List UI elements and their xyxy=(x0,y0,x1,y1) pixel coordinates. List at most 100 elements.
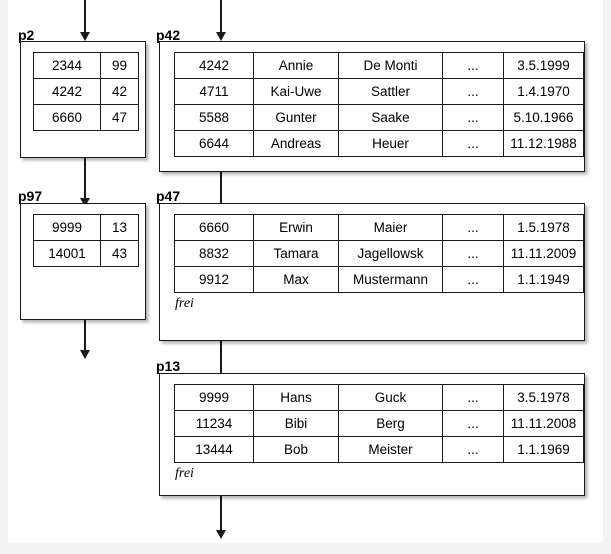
record-id: 9912 xyxy=(174,266,254,293)
record-more: ... xyxy=(442,78,504,105)
table-row[interactable]: 6660 Erwin Maier ... 1.5.1978 xyxy=(174,214,584,241)
node-p2[interactable]: 2344 99 4242 42 6660 47 xyxy=(20,41,146,158)
table-row[interactable]: 9912 Max Mustermann ... 1.1.1949 xyxy=(174,266,584,293)
node-p47[interactable]: 6660 Erwin Maier ... 1.5.1978 8832 Tamar… xyxy=(159,203,585,341)
node-p42[interactable]: 4242 Annie De Monti ... 3.5.1999 4711 Ka… xyxy=(159,41,585,172)
record-last: Berg xyxy=(338,410,443,437)
record-last: Sattler xyxy=(338,78,443,105)
record-id: 9999 xyxy=(174,384,254,411)
arrow-head xyxy=(79,32,90,41)
node-label-p42: p42 xyxy=(156,27,181,43)
record-first: Gunter xyxy=(253,104,339,131)
arrow-head xyxy=(79,198,90,207)
arrow-head xyxy=(215,530,226,539)
record-more: ... xyxy=(442,52,504,79)
index-pointer: 47 xyxy=(100,104,139,131)
data-table-p13: 9999 Hans Guck ... 3.5.1978 11234 Bibi B… xyxy=(174,384,584,463)
index-table-p2: 2344 99 4242 42 6660 47 xyxy=(33,52,139,131)
record-last: Saake xyxy=(338,104,443,131)
record-more: ... xyxy=(442,214,504,241)
table-row[interactable]: 5588 Gunter Saake ... 5.10.1966 xyxy=(174,104,584,131)
data-table-p47: 6660 Erwin Maier ... 1.5.1978 8832 Tamar… xyxy=(174,214,584,293)
record-date: 1.1.1969 xyxy=(503,436,584,463)
record-id: 4711 xyxy=(174,78,254,105)
node-label-p2: p2 xyxy=(18,27,35,43)
node-label-p47: p47 xyxy=(156,188,181,204)
record-date: 1.4.1970 xyxy=(503,78,584,105)
index-pointer: 42 xyxy=(100,78,139,105)
record-last: Heuer xyxy=(338,130,443,157)
record-last: Jagellowsk xyxy=(338,240,443,267)
record-more: ... xyxy=(442,410,504,437)
record-id: 8832 xyxy=(174,240,254,267)
record-id: 4242 xyxy=(174,52,254,79)
record-last: Mustermann xyxy=(338,266,443,293)
record-first: Annie xyxy=(253,52,339,79)
record-last: Guck xyxy=(338,384,443,411)
free-space-label-p47: frei xyxy=(175,296,194,311)
node-label-p97: p97 xyxy=(18,188,43,204)
index-key: 4242 xyxy=(33,78,101,105)
record-first: Erwin xyxy=(253,214,339,241)
node-p13[interactable]: 9999 Hans Guck ... 3.5.1978 11234 Bibi B… xyxy=(159,373,585,496)
index-key: 6660 xyxy=(33,104,101,131)
record-date: 11.11.2008 xyxy=(503,410,584,437)
record-first: Andreas xyxy=(253,130,339,157)
index-pointer: 43 xyxy=(100,240,139,267)
table-row[interactable]: 11234 Bibi Berg ... 11.11.2008 xyxy=(174,410,584,437)
table-row[interactable]: 9999 Hans Guck ... 3.5.1978 xyxy=(174,384,584,411)
record-first: Tamara xyxy=(253,240,339,267)
table-row[interactable]: 8832 Tamara Jagellowsk ... 11.11.2009 xyxy=(174,240,584,267)
record-id: 6644 xyxy=(174,130,254,157)
table-row[interactable]: 4242 42 xyxy=(33,78,139,105)
record-id: 5588 xyxy=(174,104,254,131)
arrow-shaft xyxy=(220,496,222,536)
table-row[interactable]: 9999 13 xyxy=(33,214,139,241)
record-id: 13444 xyxy=(174,436,254,463)
index-pointer: 99 xyxy=(100,52,139,79)
table-row[interactable]: 14001 43 xyxy=(33,240,139,267)
record-first: Bibi xyxy=(253,410,339,437)
record-date: 1.5.1978 xyxy=(503,214,584,241)
record-date: 11.11.2009 xyxy=(503,240,584,267)
arrow-shaft xyxy=(220,0,222,36)
record-first: Hans xyxy=(253,384,339,411)
table-row[interactable]: 4242 Annie De Monti ... 3.5.1999 xyxy=(174,52,584,79)
arrow-head xyxy=(79,350,90,359)
index-key: 2344 xyxy=(33,52,101,79)
table-row[interactable]: 6660 47 xyxy=(33,104,139,131)
arrow-shaft xyxy=(84,320,86,356)
record-date: 3.5.1999 xyxy=(503,52,584,79)
table-row[interactable]: 4711 Kai-Uwe Sattler ... 1.4.1970 xyxy=(174,78,584,105)
record-last: Maier xyxy=(338,214,443,241)
index-table-p97: 9999 13 14001 43 xyxy=(33,214,139,267)
arrow-head xyxy=(215,32,226,41)
record-date: 1.1.1949 xyxy=(503,266,584,293)
index-key: 9999 xyxy=(33,214,101,241)
record-date: 11.12.1988 xyxy=(503,130,584,157)
record-more: ... xyxy=(442,384,504,411)
record-last: De Monti xyxy=(338,52,443,79)
record-more: ... xyxy=(442,240,504,267)
arrow-shaft xyxy=(84,0,86,36)
table-row[interactable]: 6644 Andreas Heuer ... 11.12.1988 xyxy=(174,130,584,157)
free-space-label-p13: frei xyxy=(175,466,194,481)
node-p97[interactable]: 9999 13 14001 43 xyxy=(20,203,146,320)
diagram-canvas: p2 2344 99 4242 42 6660 47 p97 9999 13 xyxy=(8,0,603,543)
table-row[interactable]: 13444 Bob Meister ... 1.1.1969 xyxy=(174,436,584,463)
record-more: ... xyxy=(442,436,504,463)
record-date: 3.5.1978 xyxy=(503,384,584,411)
node-label-p13: p13 xyxy=(156,358,181,374)
record-more: ... xyxy=(442,104,504,131)
record-date: 5.10.1966 xyxy=(503,104,584,131)
record-id: 6660 xyxy=(174,214,254,241)
record-more: ... xyxy=(442,130,504,157)
record-last: Meister xyxy=(338,436,443,463)
arrow-shaft xyxy=(220,172,222,210)
table-row[interactable]: 2344 99 xyxy=(33,52,139,79)
arrow-shaft xyxy=(84,158,86,202)
data-table-p42: 4242 Annie De Monti ... 3.5.1999 4711 Ka… xyxy=(174,52,584,157)
record-first: Max xyxy=(253,266,339,293)
record-first: Bob xyxy=(253,436,339,463)
index-pointer: 13 xyxy=(100,214,139,241)
